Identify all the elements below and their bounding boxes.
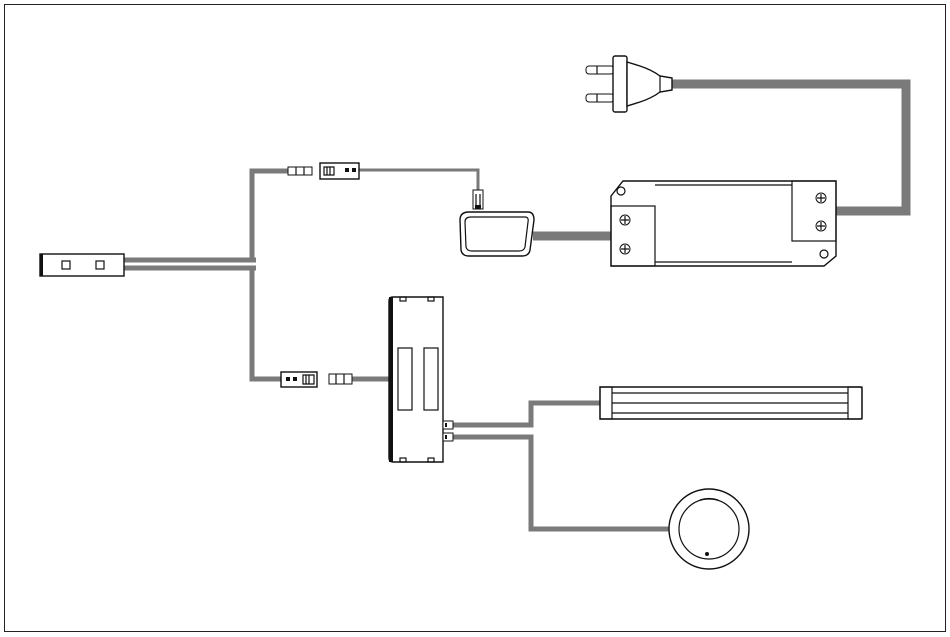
mains-plug-icon	[586, 56, 672, 112]
round-light-icon	[669, 489, 749, 569]
receiver-icon	[460, 190, 534, 256]
linear-light-icon	[600, 387, 862, 419]
cables	[124, 84, 906, 529]
cable-distributor-round	[453, 437, 669, 529]
switch-icon	[40, 254, 124, 276]
connector-upper-icon	[288, 163, 359, 179]
junction-box-icon	[389, 297, 453, 462]
cable-distributor-bar	[453, 403, 600, 425]
diagram-border	[5, 5, 946, 632]
cable-switch-upper	[252, 171, 288, 262]
cable-receiver-connector	[359, 170, 478, 198]
cable-switch-lower	[252, 266, 281, 379]
connector-lower-icon	[281, 372, 352, 387]
power-supply-icon	[611, 181, 836, 266]
